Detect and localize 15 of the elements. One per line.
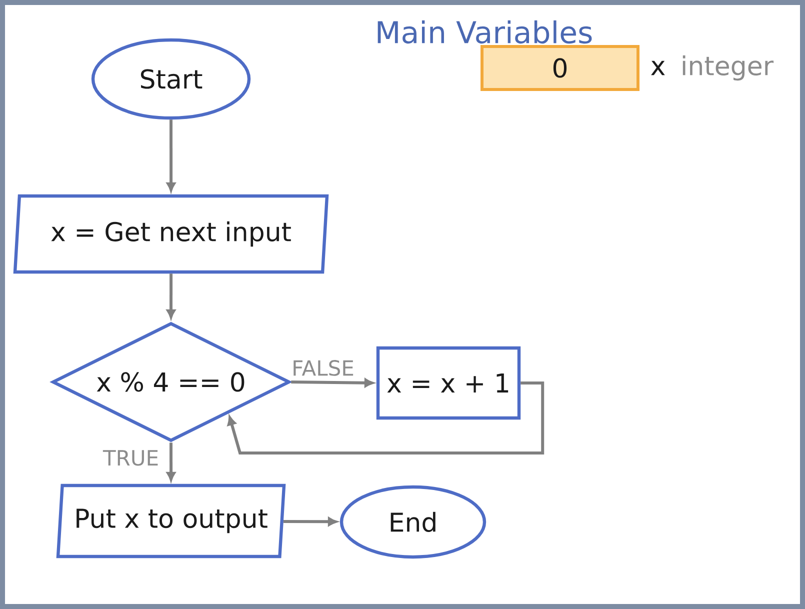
edge-label: FALSE — [290, 359, 356, 377]
arrow — [227, 381, 544, 454]
arrow — [166, 442, 176, 481]
title: Main Variables — [378, 20, 592, 44]
type-label: integer — [682, 55, 774, 81]
arrow — [166, 120, 176, 192]
variable-name: x — [651, 60, 665, 76]
input-parallelogram: x = Get next input — [13, 194, 329, 274]
arrow — [166, 274, 176, 318]
arrow — [283, 517, 337, 526]
output-parallelogram: Put x to output — [56, 484, 286, 558]
process-box: x = x + 1 — [376, 346, 521, 420]
arrow — [291, 378, 374, 388]
edge-label: TRUE — [102, 449, 160, 467]
variable-box: 0 — [480, 44, 640, 91]
